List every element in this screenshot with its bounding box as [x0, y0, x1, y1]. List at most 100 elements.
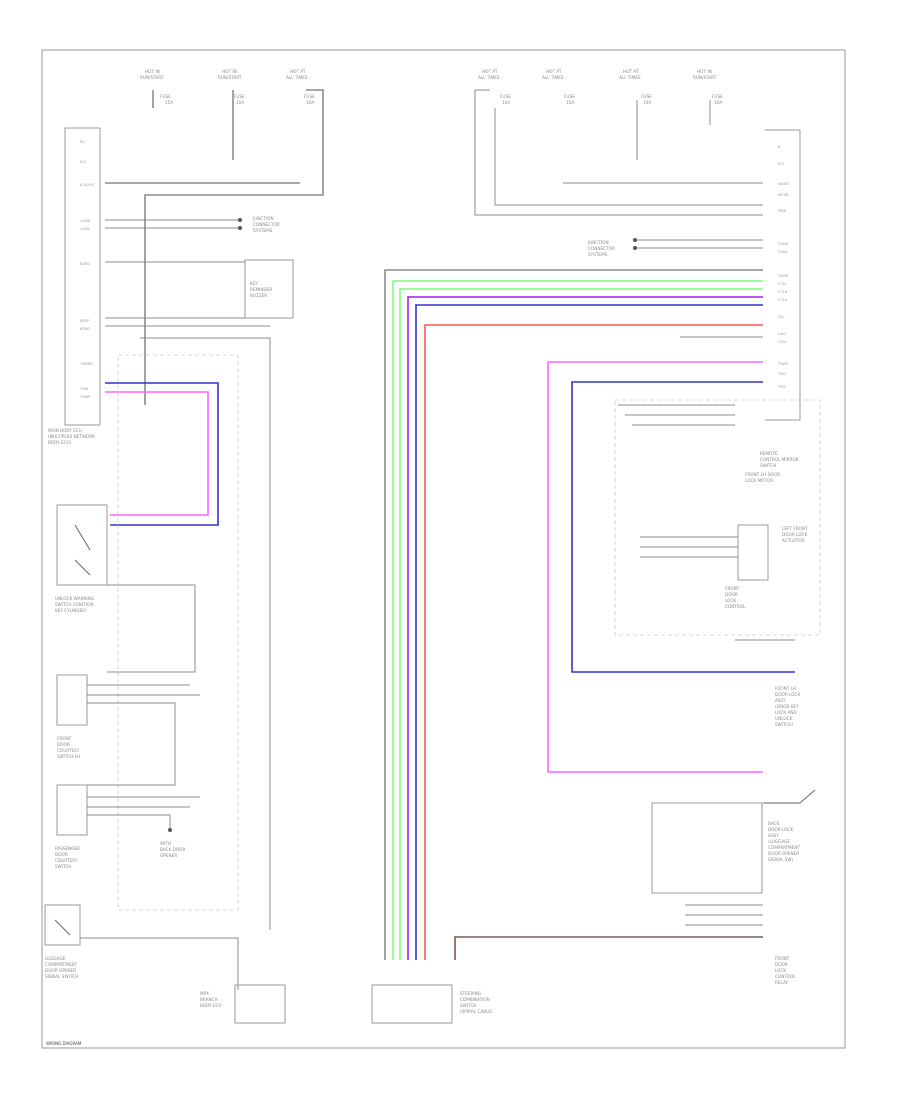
svg-text:STEERING: STEERING [460, 991, 481, 996]
svg-text:BACK DOOR: BACK DOOR [160, 847, 185, 852]
svg-text:WTSB: WTSB [778, 193, 789, 197]
svg-text:CONNECTOR: CONNECTOR [588, 246, 615, 251]
svg-text:DOOR: DOOR [55, 852, 68, 857]
switch-contact [74, 524, 91, 551]
svg-text:HOT AT: HOT AT [623, 69, 639, 74]
module-name-label: MAIN BODY ECU (MULTIPLEX NETWORK BODY EC… [48, 428, 95, 445]
svg-text:FUSE: FUSE [160, 94, 171, 99]
svg-text:FRONT LH: FRONT LH [775, 686, 796, 691]
svg-text:LOCK AND: LOCK AND [775, 710, 797, 715]
svg-text:CANH: CANH [80, 219, 91, 223]
svg-text:UNLOCK WARNING: UNLOCK WARNING [55, 596, 94, 601]
svg-text:15A: 15A [566, 100, 574, 105]
svg-text:OPENER: OPENER [160, 853, 177, 858]
svg-text:HOT IN: HOT IN [222, 69, 237, 74]
module-pin-labels-right: B IG1 WKSB WTSB PWR CANH CANL LSWR CTLY … [777, 145, 789, 389]
wire-purple-bus [407, 296, 763, 960]
key-switch-box [56, 504, 108, 586]
door-switch-wire [87, 702, 176, 786]
svg-text:(DOOR KEY: (DOOR KEY [775, 704, 799, 709]
fuse-drop-wire [144, 89, 324, 405]
module-connector-right [765, 129, 801, 421]
svg-text:COMBINATION: COMBINATION [460, 997, 490, 1002]
svg-text:ALL TIMES: ALL TIMES [542, 75, 564, 80]
ground-point [168, 828, 172, 832]
wire-gray-bus [384, 269, 763, 960]
svg-text:DOOR LOCK: DOOR LOCK [782, 532, 807, 537]
svg-text:ALL TIMES: ALL TIMES [478, 75, 500, 80]
connector-dot [238, 218, 242, 222]
svg-text:BUZZER: BUZZER [250, 293, 267, 298]
right-circuit: HOT AT ALL TIMES FUSE 10A HOT AT ALL TIM… [474, 69, 821, 985]
svg-text:(MULTIPLEX NETWORK: (MULTIPLEX NETWORK [48, 434, 95, 439]
svg-text:(LUGGAGE: (LUGGAGE [768, 839, 790, 844]
svg-text:SWITCH): SWITCH) [775, 722, 793, 727]
svg-text:SEL: SEL [778, 315, 785, 319]
footer-code: WIRING DIAGRAM [46, 1041, 82, 1046]
fuse-drop-wire [494, 108, 763, 206]
svg-text:LSIG: LSIG [778, 332, 786, 336]
svg-text:(SPIRAL CABLE): (SPIRAL CABLE) [460, 1009, 493, 1014]
svg-text:FUSE: FUSE [712, 94, 723, 99]
svg-text:ASSY: ASSY [775, 698, 786, 703]
svg-text:HOT IN: HOT IN [697, 69, 712, 74]
svg-text:10A: 10A [236, 100, 244, 105]
svg-text:ASSY: ASSY [768, 833, 779, 838]
svg-text:DOOR OPENER: DOOR OPENER [45, 968, 76, 973]
wire-pink-right [547, 361, 763, 773]
svg-text:COMPARTMENT: COMPARTMENT [768, 845, 801, 850]
luggage-switch-box [44, 904, 81, 946]
svg-text:BZRO: BZRO [80, 327, 90, 331]
svg-text:CONTROL MIRROR: CONTROL MIRROR [760, 457, 799, 462]
diagram-frame [41, 49, 846, 1049]
svg-text:LUGGAGE: LUGGAGE [45, 956, 66, 961]
wire-green2-bus [399, 288, 763, 960]
luggage-wire [80, 937, 239, 990]
svg-text:TSIG: TSIG [777, 372, 787, 376]
svg-text:BODY ECU: BODY ECU [200, 1003, 222, 1008]
wire-blue-right [571, 381, 795, 673]
svg-text:FUSE: FUSE [641, 94, 652, 99]
svg-text:TSW2: TSW2 [777, 362, 788, 366]
fuse-drop-wire [474, 89, 763, 216]
wire-brown-bus [454, 936, 763, 960]
svg-text:HOT AT: HOT AT [290, 69, 306, 74]
svg-text:SWITCH: SWITCH [460, 1003, 476, 1008]
svg-text:FUSE: FUSE [500, 94, 511, 99]
svg-text:SWITCH: SWITCH [55, 864, 71, 869]
svg-text:IG1: IG1 [80, 160, 86, 164]
svg-text:MAIN BODY ECU: MAIN BODY ECU [48, 428, 82, 433]
svg-text:WKSB: WKSB [778, 182, 789, 186]
svg-text:CONNECTOR: CONNECTOR [253, 222, 280, 227]
svg-text:BEEP: BEEP [80, 319, 90, 323]
svg-text:FUSE: FUSE [234, 94, 245, 99]
svg-text:FRONT: FRONT [775, 956, 790, 961]
connector-dot [633, 246, 637, 250]
dashed-region [117, 354, 239, 911]
module-pin-labels: B1 IG1 B ALIVE CANH CANL BZRO BEEP BZRO … [79, 140, 95, 399]
svg-text:RUN/START: RUN/START [693, 75, 717, 80]
ground-wire [140, 337, 271, 930]
svg-text:REMOTE: REMOTE [760, 451, 778, 456]
svg-text:HOT IN: HOT IN [145, 69, 160, 74]
svg-text:CTLY: CTLY [778, 282, 787, 286]
wire-red-bus [424, 324, 763, 960]
wire-blue-bus [415, 304, 763, 960]
svg-text:COMPARTMENT: COMPARTMENT [45, 962, 78, 967]
dashed-region-right [614, 399, 821, 636]
svg-text:TSW: TSW [79, 387, 88, 391]
svg-text:PASSENGER: PASSENGER [55, 846, 80, 851]
junction-connector-center [371, 984, 453, 1024]
svg-text:KEY: KEY [250, 281, 258, 286]
svg-text:COURTESY: COURTESY [55, 858, 78, 863]
buzzer-box [244, 259, 294, 319]
center-bundle: STEERING COMBINATION SWITCH (SPIRAL CABL… [371, 269, 763, 1024]
svg-text:10A: 10A [643, 100, 651, 105]
svg-text:CSIG: CSIG [778, 340, 787, 344]
svg-text:DOOR: DOOR [775, 962, 788, 967]
mirror-box [737, 524, 769, 581]
svg-text:CANL: CANL [80, 227, 90, 231]
svg-text:SWITCH LH: SWITCH LH [57, 754, 80, 759]
svg-text:ALL TIMES: ALL TIMES [619, 75, 641, 80]
